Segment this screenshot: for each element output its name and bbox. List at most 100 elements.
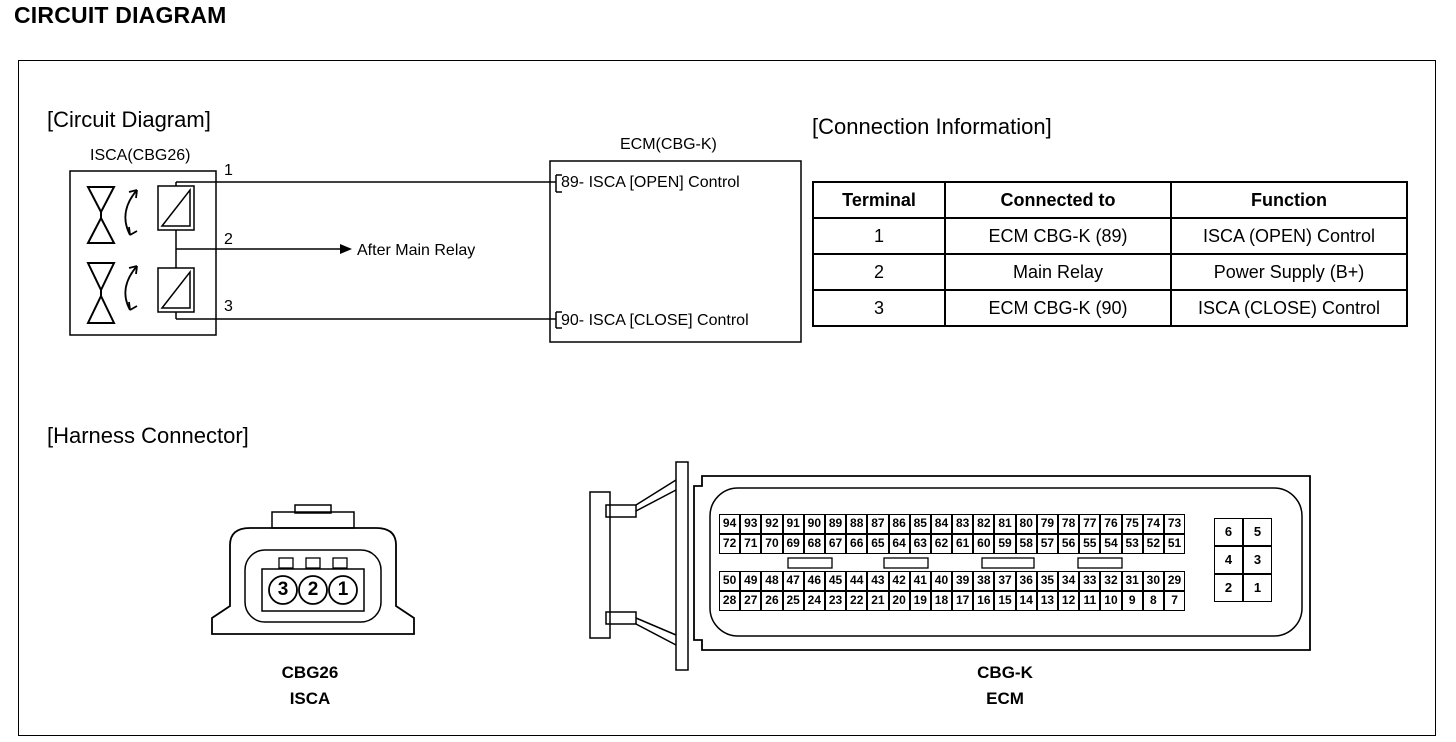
ecm-pin: 82 [973,514,995,534]
isca-title: ISCA(CBG26) [90,147,191,164]
ecm-pin: 91 [782,514,804,534]
cell-function: Power Supply (B+) [1170,253,1408,291]
table-header-row: Terminal Connected to Function [812,181,1408,219]
cell-connected-to: Main Relay [944,253,1172,291]
ecm-pin: 33 [1079,571,1101,591]
page-title: CIRCUIT DIAGRAM [14,2,227,28]
terminal-1-label: 1 [224,162,233,179]
ecm-pin: 78 [1058,514,1080,534]
ecm-pin: 21 [867,591,889,611]
ecm-pin: 87 [867,514,889,534]
ecm-pin: 81 [994,514,1016,534]
ecm-pin: 31 [1121,571,1143,591]
ecm-pin: 54 [1100,534,1122,554]
ecm-pin: 77 [1079,514,1101,534]
ecm-pin: 83 [952,514,974,534]
ecm-pin: 13 [1036,591,1058,611]
ecm-pin: 40 [930,571,953,591]
ecm-pin: 92 [761,514,783,534]
ecm-pin: 57 [1036,534,1058,554]
ecm-pin: 47 [782,571,804,591]
ecm-pin: 73 [1163,514,1186,534]
ecm-pin: 12 [1058,591,1080,611]
isca-pin-1: 1 [337,579,349,600]
ecm-pin: 50 [719,571,741,591]
ecm-pin: 75 [1121,514,1143,534]
ecm-pin: 90 [803,514,825,534]
ecm-pin: 80 [1015,514,1037,534]
ecm-pin: 39 [952,571,974,591]
ecm-pin: 69 [782,534,804,554]
circuit-diagram-heading: [Circuit Diagram] [47,107,211,132]
ecm-pin: 72 [719,534,741,554]
header-terminal: Terminal [812,181,946,219]
ecm-pin: 66 [846,534,868,554]
cell-connected-to: ECM CBG-K (90) [944,289,1172,327]
ecm-pin: 49 [740,571,762,591]
ecm-pin: 20 [888,591,910,611]
isca-pin-2: 2 [307,579,319,600]
ecm-pin: 70 [761,534,783,554]
ecm-pin: 71 [740,534,762,554]
ecm-pin: 52 [1142,534,1164,554]
ecm-pin: 64 [888,534,910,554]
ecm-pin: 94 [719,514,741,534]
connection-table: Terminal Connected to Function 1 ECM CBG… [812,181,1408,327]
diagram-frame [18,60,1436,736]
ecm-aux-pin: 2 [1214,574,1243,602]
ecm-pin: 26 [761,591,783,611]
ecm-pin: 93 [740,514,762,534]
cell-function: ISCA (CLOSE) Control [1170,289,1408,327]
ecm-pin: 63 [909,534,931,554]
ecm-pin: 19 [909,591,931,611]
ecm-pin: 84 [930,514,953,534]
ecm-pin: 59 [994,534,1016,554]
ecm-pin: 88 [846,514,868,534]
ecm-pin: 60 [973,534,995,554]
isca-pin-3: 3 [277,579,289,600]
cell-function: ISCA (OPEN) Control [1170,217,1408,255]
ecm-aux-pin: 1 [1243,574,1272,602]
ecm-pin-89-label: 89- ISCA [OPEN] Control [561,174,740,191]
ecm-pin: 48 [761,571,783,591]
ecm-pin: 46 [803,571,825,591]
ecm-pin: 79 [1036,514,1058,534]
ecm-pin: 55 [1079,534,1101,554]
ecm-pin: 28 [719,591,741,611]
ecm-aux-pin: 4 [1214,546,1243,574]
header-function: Function [1170,181,1408,219]
table-row: 1 ECM CBG-K (89) ISCA (OPEN) Control [812,217,1408,255]
ecm-pin: 45 [824,571,847,591]
ecm-pin: 86 [888,514,910,534]
ecm-pin: 24 [803,591,825,611]
ecm-pin: 68 [803,534,825,554]
ecm-pin: 58 [1015,534,1037,554]
isca-connector-code: CBG26 [281,663,339,682]
ecm-pin: 10 [1100,591,1122,611]
ecm-pin: 85 [909,514,931,534]
cell-terminal: 3 [812,289,946,327]
ecm-aux-pin: 5 [1243,518,1272,546]
ecm-pin: 65 [867,534,889,554]
ecm-pin: 15 [994,591,1016,611]
header-connected-to: Connected to [944,181,1172,219]
harness-connector-heading: [Harness Connector] [47,423,249,448]
ecm-pin: 17 [952,591,974,611]
ecm-pin: 53 [1121,534,1143,554]
ecm-pin: 11 [1079,591,1101,611]
table-row: 3 ECM CBG-K (90) ISCA (CLOSE) Control [812,289,1408,327]
ecm-pin: 27 [740,591,762,611]
ecm-pin: 9 [1121,591,1143,611]
cell-connected-to: ECM CBG-K (89) [944,217,1172,255]
isca-connector-name: ISCA [289,689,331,708]
ecm-aux-pin: 6 [1214,518,1243,546]
ecm-pin: 14 [1015,591,1037,611]
ecm-pin: 36 [1015,571,1037,591]
ecm-pin: 16 [973,591,995,611]
ecm-pin: 42 [888,571,910,591]
cell-terminal: 2 [812,253,946,291]
